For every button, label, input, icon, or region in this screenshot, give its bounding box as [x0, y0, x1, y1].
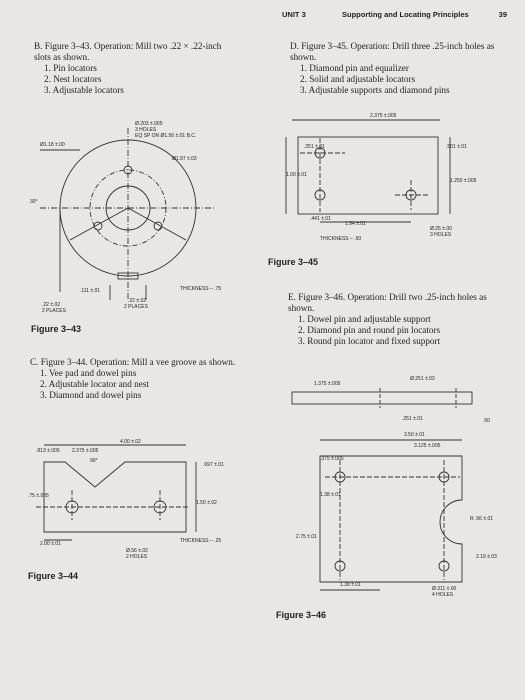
f43-slot1-label: .22 ±.02: [42, 302, 60, 308]
problem-b-item: 1. Pin locators: [44, 63, 97, 73]
f43-holes-label: Ø.203 ±.005: [135, 121, 163, 127]
problem-b-item: 3. Adjustable locators: [44, 85, 124, 95]
f46-side-s-label: .251 ±.01: [402, 416, 423, 422]
figure-3-43-caption: Figure 3–43: [31, 324, 82, 334]
chapter-title: Supporting and Locating Principles: [342, 10, 469, 19]
f46-w2-label: 3.125 ±.005: [414, 443, 441, 449]
problem-d-item: 2. Solid and adjustable locators: [300, 74, 416, 84]
page-number: 39: [498, 10, 507, 19]
f43-id-label: Ø1.97 ±.03: [172, 156, 197, 162]
problem-d-text: D. Figure 3–45. Operation: Drill three .…: [290, 41, 495, 62]
figure-3-46-caption: Figure 3–46: [276, 610, 327, 620]
page-header: UNIT 3 Supporting and Locating Principle…: [282, 10, 507, 24]
f45-r-label: .501 ±.01: [446, 144, 467, 150]
f44-c-label: .697 ±.01: [203, 462, 224, 468]
f45-top-label: 2.375 ±.005: [370, 113, 397, 119]
problem-b-text: B. Figure 3–43. Operation: Mill two .22 …: [34, 41, 222, 62]
f44-e-label: 2.00 ±.01: [40, 541, 61, 547]
problem-e-item: 1. Dowel pin and adjustable support: [298, 314, 431, 324]
f45-thickness-label: THICKNESS – .50: [320, 236, 361, 242]
f43-od-label: Ø1.18 ±.00: [40, 142, 65, 148]
f46-r-label: R .56 ±.01: [470, 516, 493, 522]
problem-b-item: 2. Nest locators: [44, 74, 102, 84]
f46-holes-label: Ø.311 ±.00: [432, 586, 457, 592]
f46-c-label: 2.75 ±.01: [296, 534, 317, 540]
f45-h2-label: 1.250 ±.005: [450, 178, 477, 184]
f44-holes2-label: 2 HOLES: [126, 554, 148, 560]
unit-label: UNIT 3: [282, 10, 306, 19]
f45-holes-label: Ø.25 ±.00: [430, 226, 452, 232]
f45-c-label: 1.94 ±.01: [345, 221, 366, 227]
f46-side-d-label: Ø.251 ±.03: [410, 376, 435, 382]
problem-c-item: 2. Adjustable locator and nest: [40, 379, 149, 389]
f46-holes2-label: 4 HOLES: [432, 592, 454, 598]
f45-holes2-label: 3 HOLES: [430, 232, 452, 238]
f44-b-label: 2.375 ±.005: [72, 448, 99, 454]
f43-holes2-label: 3 HOLES: [135, 127, 157, 133]
figure-3-45-caption: Figure 3–45: [268, 257, 319, 267]
f43-bc-label: EQ SP ON Ø1.56 ±.01 B.C.: [135, 133, 196, 139]
problem-d-item: 3. Adjustable supports and diamond pins: [300, 85, 450, 95]
f44-w-label: 4.00 ±.02: [120, 439, 141, 445]
f43-slot2b-label: 2 PLACES: [124, 304, 149, 310]
f45-a-label: .251 ±.01: [304, 144, 325, 150]
f44-angle-label: 90°: [90, 458, 98, 464]
problem-d: D. Figure 3–45. Operation: Drill three .…: [290, 41, 500, 96]
f46-side-t-label: .50: [483, 418, 490, 424]
f45-b-label: .441 ±.01: [310, 216, 331, 222]
problem-b: B. Figure 3–43. Operation: Mill two .22 …: [34, 41, 234, 96]
f43-w1-label: .111 ±.01: [80, 288, 100, 294]
f43-slot1b-label: 2 PLACES: [42, 308, 67, 314]
f44-a-label: .813 ±.005: [36, 448, 60, 454]
f46-b-label: 1.38 ±.01: [320, 492, 341, 498]
problem-c-text: C. Figure 3–44. Operation: Mill a vee gr…: [30, 357, 236, 367]
problem-e-item: 3. Round pin locator and fixed support: [298, 336, 441, 346]
f46-a-label: .375 ±.005: [320, 456, 344, 462]
problem-e-text: E. Figure 3–46. Operation: Drill two .25…: [288, 292, 487, 313]
f46-d-label: 2.19 ±.03: [476, 554, 497, 560]
f46-w-label: 3.50 ±.01: [404, 432, 425, 438]
problem-c-item: 1. Vee pad and dowel pins: [40, 368, 137, 378]
f43-thickness-label: THICKNESS – .75: [180, 286, 221, 292]
f44-h-label: .75 ±.005: [28, 493, 49, 499]
f44-d-label: 1.50 ±.02: [196, 500, 217, 506]
f44-holes-label: Ø.56 ±.02: [126, 548, 148, 554]
f46-e-label: 1.38 ±.01: [340, 582, 361, 588]
f43-angle-label: 30°: [30, 199, 38, 205]
problem-c: C. Figure 3–44. Operation: Mill a vee gr…: [30, 357, 260, 401]
problem-d-item: 1. Diamond pin and equalizer: [300, 63, 409, 73]
problem-e-item: 2. Diamond pin and round pin locators: [298, 325, 441, 335]
figure-3-44-caption: Figure 3–44: [28, 571, 79, 581]
f46-side-w-label: 1.375 ±.005: [314, 381, 341, 387]
problem-c-item: 3. Diamond and dowel pins: [40, 390, 142, 400]
f44-thickness-label: THICKNESS – .25: [180, 538, 221, 544]
problem-e: E. Figure 3–46. Operation: Drill two .25…: [288, 292, 503, 347]
f45-h1-label: 1.00 ±.01: [286, 172, 307, 178]
f43-slot2-label: .22 ±.02: [128, 298, 146, 304]
